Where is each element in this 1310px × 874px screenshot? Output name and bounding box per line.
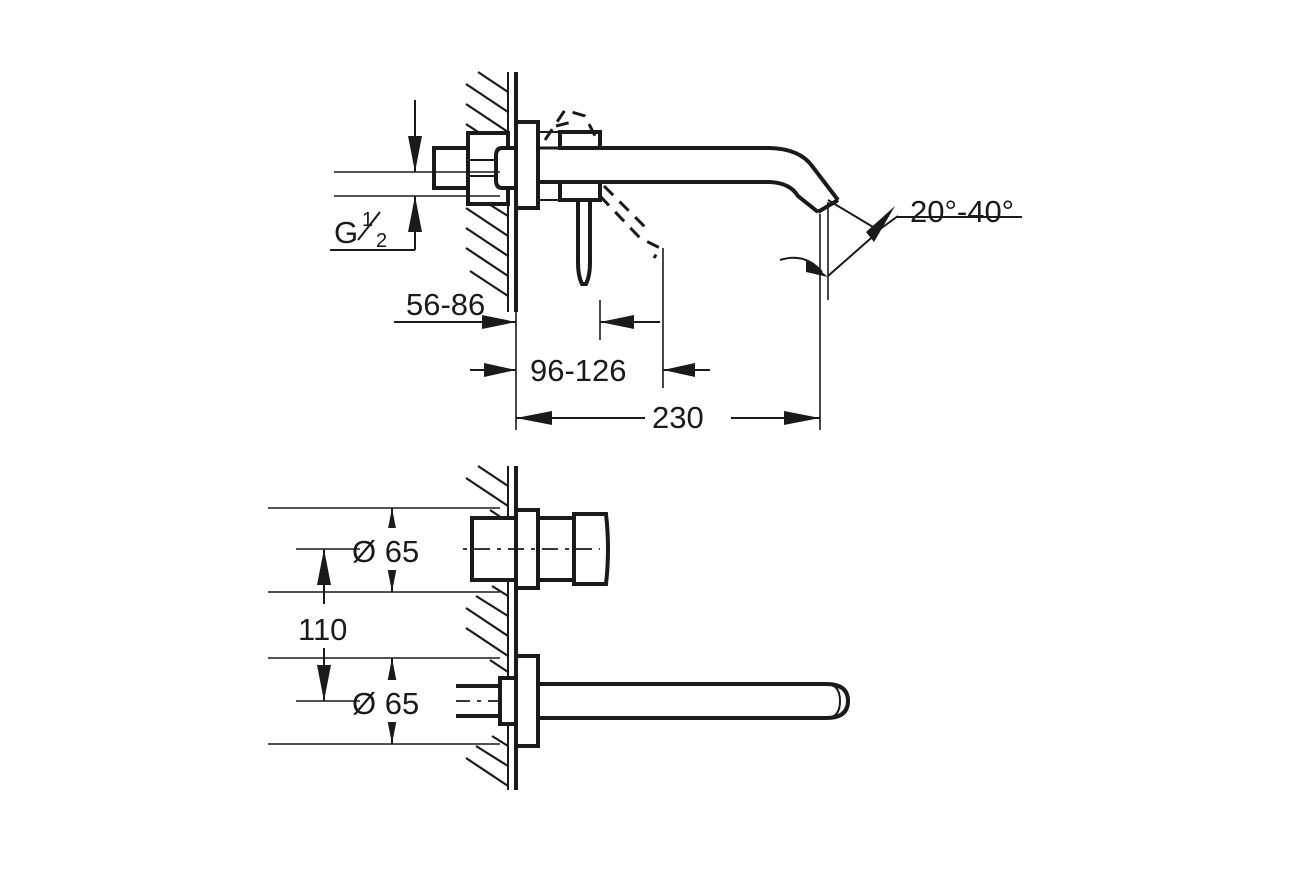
dim-96-126-left-arrow [484, 363, 516, 377]
wall-hatching-lower [465, 465, 509, 787]
flange-collar [494, 146, 518, 190]
dim-96-126-upper-arrow [600, 315, 634, 329]
handle-base-block [558, 180, 602, 202]
spout-outer-bottom-profile [538, 180, 820, 214]
angle-arrowhead-upper [866, 206, 895, 242]
dim-96-126-right-arrow [663, 363, 695, 377]
lever-handle [576, 198, 592, 286]
dim-g-half: G 1 2 [330, 100, 500, 252]
dim-96-126-label: 96-126 [530, 353, 627, 388]
dim-110-label: 110 [298, 612, 347, 647]
dim-96-126: 96-126 [470, 248, 710, 388]
dim-56-86: 56-86 [394, 287, 517, 430]
dim-110: 110 [294, 548, 362, 702]
dia-top-label-mask [344, 528, 456, 570]
g-half-numerator: 1 [362, 209, 373, 231]
dim-230-arrow-right [784, 411, 820, 425]
dim-110-arrow-up [317, 549, 331, 585]
dim-56-86-label: 56-86 [406, 287, 485, 322]
g-half-denominator: 2 [376, 230, 387, 252]
angle-leader-to-tip [827, 199, 879, 231]
lever-up-detail-dashed [555, 120, 573, 128]
dim-230-label: 230 [652, 400, 704, 435]
angle-arrowhead-curve [806, 259, 828, 277]
dia-bot-label: Ø 65 [352, 686, 419, 721]
dim-110-arrow-down [317, 665, 331, 701]
spout-end-arc [825, 683, 842, 719]
angle-curve-indicator [779, 256, 823, 273]
spout-collar-plan [498, 676, 518, 726]
dim-diameter-top: Ø 65 [268, 507, 500, 593]
spout-escutcheon-plan [514, 654, 540, 748]
lever-swing-edge-dashed [602, 184, 650, 232]
g-half-arrow-down [408, 136, 422, 172]
g-half-fraction-bar [357, 211, 381, 241]
g-half-letter: G [334, 215, 358, 250]
handle-escutcheon-plan [514, 508, 540, 590]
handle-trim-plan [440, 508, 610, 590]
angle-callout: 20°-40° [779, 194, 1022, 300]
plan-view: Ø 65 Ø 65 110 [268, 465, 851, 790]
angle-label: 20°-40° [910, 194, 1014, 229]
dim-diameter-bottom: Ø 65 [268, 657, 500, 745]
lever-range-dashed [543, 108, 663, 259]
lever-up-position-dashed [543, 108, 602, 147]
spout-assembly [537, 122, 840, 214]
spout-outer-top-profile [600, 146, 840, 202]
g-half-arrow-up [408, 196, 422, 232]
spout-tube-plan [536, 682, 851, 720]
side-elevation-view: 20°-40° G 1 2 56-86 [330, 71, 1022, 436]
lever-swing-position-dashed [598, 194, 663, 259]
flange-plate [514, 120, 540, 210]
escutcheon-plate-upper [494, 120, 540, 210]
dia-top-label: Ø 65 [352, 534, 419, 569]
dia-bot-label-mask [344, 680, 456, 722]
dim-230-label-mask [645, 398, 731, 436]
angle-leader-lower [827, 231, 879, 277]
dim-230-arrow-left [516, 411, 552, 425]
dim-230: 230 [516, 214, 821, 436]
dim-56-86-arrow [482, 315, 516, 329]
lever-handle-solid [576, 198, 592, 286]
dim-110-label-mask [294, 604, 362, 648]
